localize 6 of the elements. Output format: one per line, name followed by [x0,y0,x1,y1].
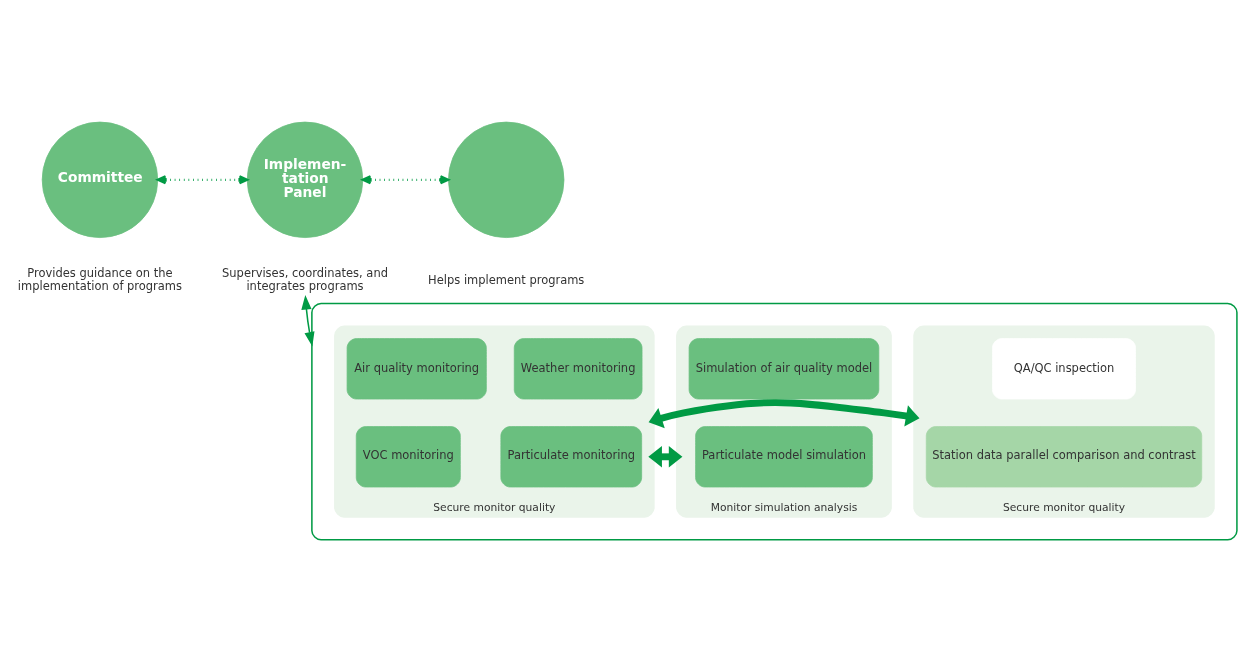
node-label: Provides guidance on the implementation of programs [17,265,183,293]
node-label: Secure monitor quality [1002,500,1126,514]
node-label: Supervises, coordinates, and integrates programs [222,265,388,293]
node-label: Secure monitor quality [433,500,556,514]
node-label: Helps implement programs [428,272,585,287]
node-label: Monitor simulation analysis [710,500,858,514]
